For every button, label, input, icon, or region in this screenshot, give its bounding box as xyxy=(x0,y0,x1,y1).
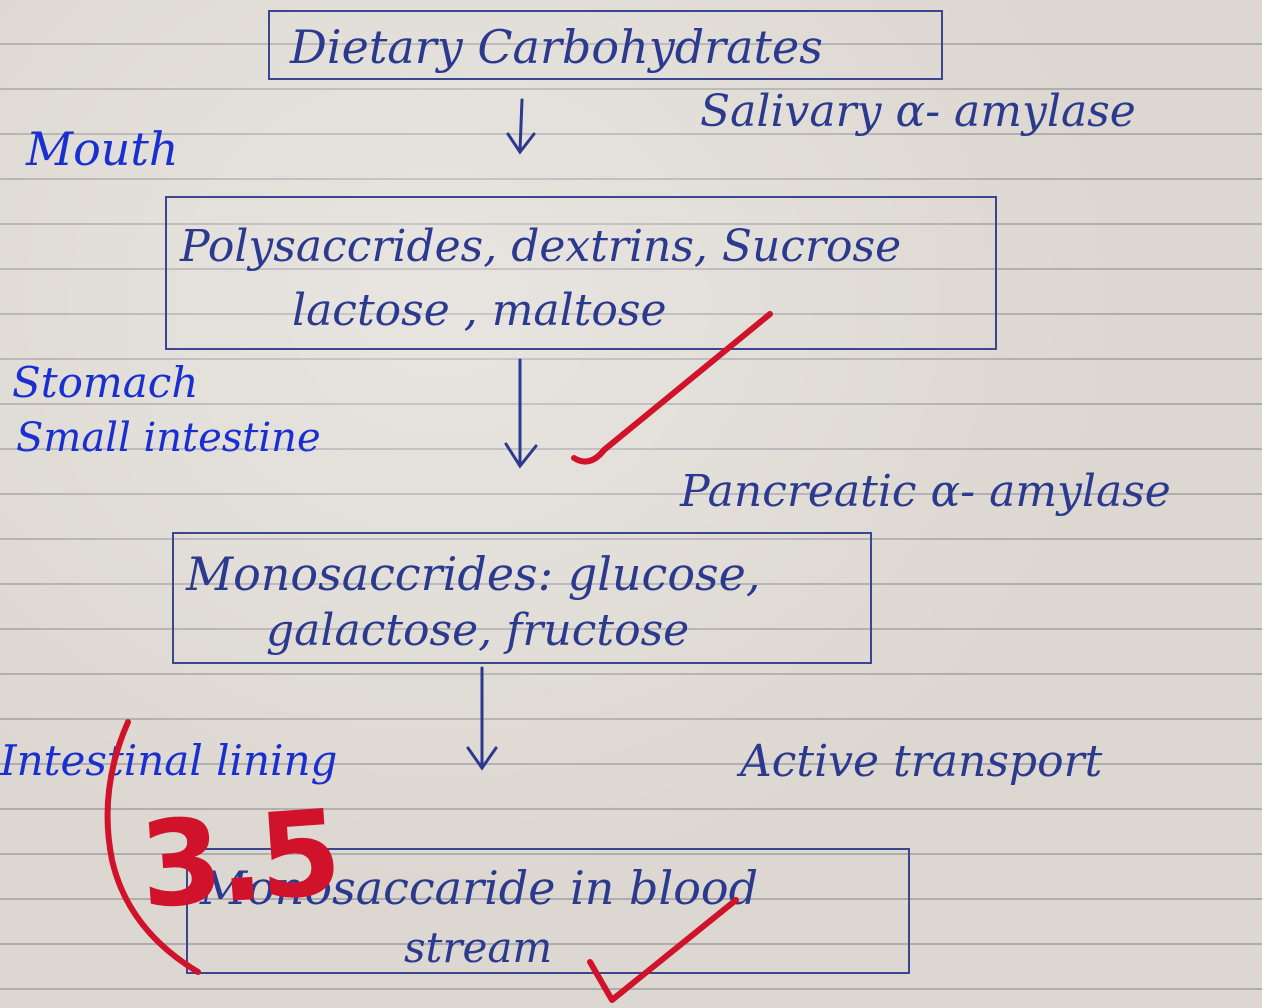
site-stomach: Stomach xyxy=(12,358,199,407)
arrow-down-3 xyxy=(466,666,498,771)
box-dietary-carbohydrates-text: Dietary Carbohydrates xyxy=(290,20,823,74)
box-polysaccharides-line2: lactose , maltose xyxy=(292,285,667,336)
box-monosaccharides-line1: Monosaccrides: glucose, xyxy=(186,547,761,601)
box-blood-stream-line2: stream xyxy=(404,923,553,972)
site-intestinal-lining: Intestinal lining xyxy=(0,736,338,785)
site-small-intestine: Small intestine xyxy=(16,415,321,461)
arrow-down-1 xyxy=(506,98,536,155)
box-monosaccharides xyxy=(172,532,872,664)
box-dietary-carbohydrates xyxy=(268,10,943,80)
arrow-down-2 xyxy=(504,358,538,469)
box-monosaccharides-line2: galactose, fructose xyxy=(266,605,690,656)
enzyme-salivary-amylase: Salivary α- amylase xyxy=(700,86,1136,137)
process-active-transport: Active transport xyxy=(740,736,1103,787)
site-mouth: Mouth xyxy=(26,122,179,176)
enzyme-pancreatic-amylase: Pancreatic α- amylase xyxy=(680,466,1171,517)
box-polysaccharides-line1: Polysaccrides, dextrins, Sucrose xyxy=(180,221,902,272)
grade-score: 3.5 xyxy=(135,783,342,935)
